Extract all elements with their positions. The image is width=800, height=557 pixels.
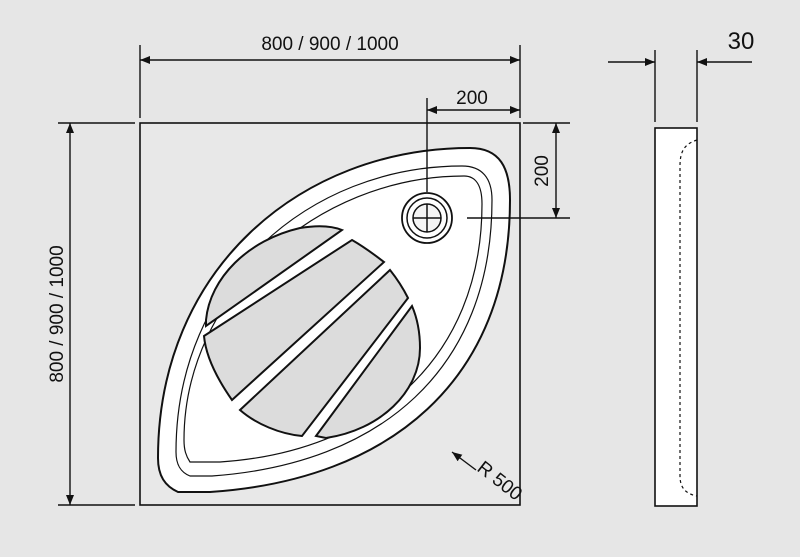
tray-rim-inner — [175, 165, 493, 477]
drain — [401, 192, 453, 244]
height-label: 800 / 900 / 1000 — [47, 245, 68, 382]
drain-offset-x-label: 200 — [456, 88, 488, 109]
drain-offset-y-dimension: 200 — [467, 122, 570, 219]
drain-offset-y-label: 200 — [532, 155, 553, 187]
width-label: 800 / 900 / 1000 — [261, 34, 398, 55]
side-view — [654, 127, 698, 507]
grating-slat-3 — [238, 268, 410, 438]
side-profile — [654, 127, 698, 507]
grating-slat-4 — [314, 304, 422, 440]
grating — [202, 225, 422, 440]
grating-slat-2 — [202, 238, 386, 402]
side-hidden-line — [679, 139, 698, 497]
height-dimension: 800 / 900 / 1000 — [47, 122, 135, 506]
tray-top-view — [139, 122, 521, 506]
thickness-label: 30 — [728, 28, 755, 55]
width-dimension: 800 / 900 / 1000 — [139, 34, 521, 118]
grating-slat-1 — [205, 225, 345, 328]
drain-offset-x-dimension: 200 — [426, 88, 520, 192]
thickness-dimension: 30 — [608, 28, 754, 122]
